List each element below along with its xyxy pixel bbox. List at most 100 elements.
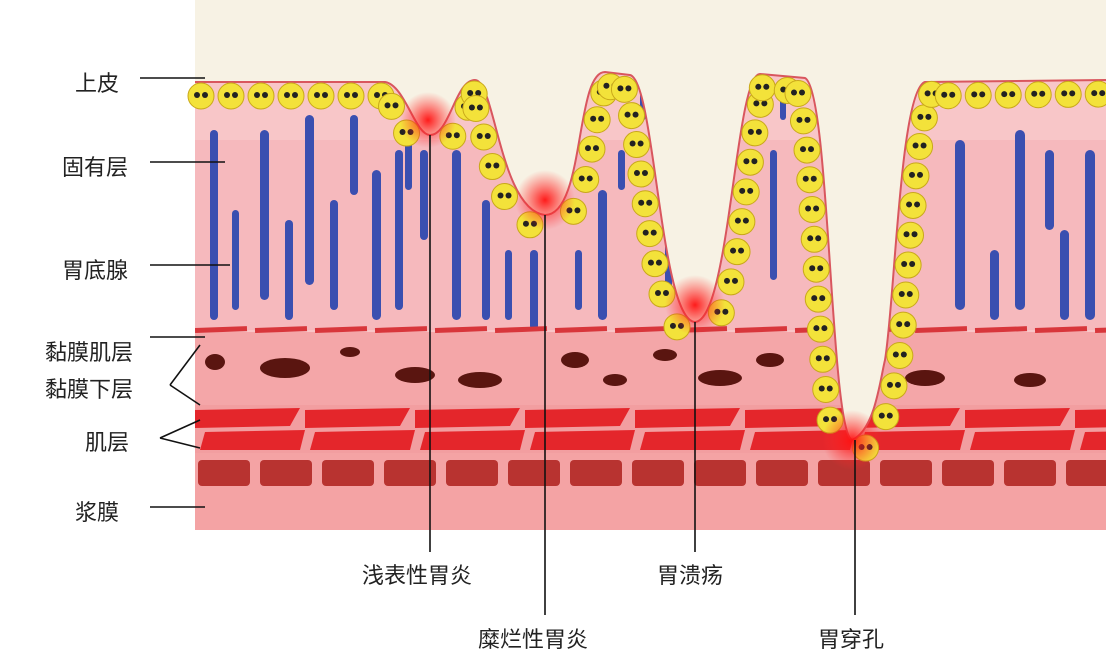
epithelial-cell — [800, 225, 828, 253]
cell-nucleus — [352, 92, 358, 98]
cell-body — [728, 208, 756, 236]
muscle-strand — [434, 326, 488, 333]
vessel-blob — [1014, 373, 1046, 387]
serosa-block — [570, 460, 622, 486]
cell-nucleus — [911, 231, 918, 238]
cell-body — [736, 148, 764, 176]
cell-body — [886, 341, 914, 369]
gland — [1060, 230, 1069, 320]
cell-nucleus — [734, 217, 741, 224]
cell-nucleus — [476, 104, 483, 111]
cell-body — [631, 190, 659, 218]
cell-body — [717, 268, 745, 296]
leader-line — [169, 344, 201, 386]
cell-nucleus — [818, 385, 825, 392]
cell-nucleus — [896, 321, 903, 328]
vessel-blob — [603, 374, 627, 386]
cell-body — [491, 183, 519, 211]
epithelial-cell — [902, 162, 930, 190]
cell-nucleus — [761, 100, 768, 107]
cell-nucleus — [475, 90, 482, 97]
leader-line — [159, 419, 201, 439]
gland — [285, 220, 293, 320]
vessel-blob — [905, 370, 945, 386]
muscle-strand — [1034, 326, 1088, 333]
cell-body — [902, 162, 930, 190]
epithelial-cell — [793, 136, 821, 164]
cell-nucleus — [730, 247, 737, 254]
cell-body — [462, 94, 490, 122]
muscle-fiber — [1075, 408, 1106, 428]
cell-body — [187, 82, 215, 110]
cell-nucleus — [920, 142, 927, 149]
gland — [770, 150, 777, 280]
cell-body — [880, 372, 908, 400]
cell-body — [934, 82, 962, 110]
epithelial-cell — [872, 403, 900, 431]
cell-nucleus — [739, 187, 746, 194]
cell-nucleus — [813, 325, 820, 332]
cell-nucleus — [755, 128, 762, 135]
epithelial-cell — [784, 79, 812, 107]
cell-body — [994, 81, 1022, 109]
epithelial-cell — [994, 81, 1022, 109]
epithelial-cell — [889, 311, 917, 339]
epithelial-cell — [610, 75, 638, 103]
cell-nucleus — [637, 140, 644, 147]
cell-body — [889, 311, 917, 339]
gland — [420, 150, 428, 240]
inflammation-spot — [515, 170, 575, 230]
leader-line — [169, 384, 201, 406]
cell-body — [804, 285, 832, 313]
gland — [395, 150, 403, 310]
cell-nucleus — [574, 207, 581, 214]
epithelial-cell — [627, 160, 655, 188]
vessel-blob — [561, 352, 589, 368]
serosa-block — [446, 460, 498, 486]
muscle-fiber — [530, 430, 635, 450]
cell-nucleus — [254, 92, 260, 98]
cell-nucleus — [886, 412, 893, 419]
label-superficial-gastritis: 浅表性胃炎 — [362, 564, 473, 589]
muscle-fiber — [965, 408, 1070, 428]
cell-nucleus — [755, 83, 762, 90]
cell-body — [892, 281, 920, 309]
cell-body — [897, 221, 925, 249]
cell-nucleus — [586, 175, 593, 182]
epithelial-cell — [894, 251, 922, 279]
cell-nucleus — [815, 355, 822, 362]
epithelial-cell — [736, 148, 764, 176]
cell-nucleus — [790, 89, 797, 96]
label-serosa: 浆膜 — [75, 501, 120, 526]
epithelial-cell — [798, 195, 826, 223]
cell-body — [748, 74, 776, 102]
vessel-blob — [260, 358, 310, 378]
cell-nucleus — [901, 261, 908, 268]
muscle-strand — [974, 326, 1028, 333]
epithelial-cell — [964, 81, 992, 109]
serosa-block — [260, 460, 312, 486]
label-muscularis-mucosae: 黏膜肌层 — [45, 341, 134, 366]
muscle-strand — [195, 326, 248, 333]
epithelial-cell — [910, 104, 938, 132]
epithelial-cell — [1054, 80, 1082, 108]
epithelial-cell — [1024, 81, 1052, 109]
cell-nucleus — [809, 265, 816, 272]
cell-nucleus — [949, 91, 956, 98]
cell-nucleus — [1039, 90, 1046, 97]
cell-nucleus — [202, 92, 208, 98]
cell-nucleus — [590, 115, 597, 122]
cell-nucleus — [763, 83, 770, 90]
epithelial-cell — [187, 82, 215, 110]
cell-nucleus — [796, 116, 803, 123]
gland — [482, 200, 490, 320]
label-epithelium: 上皮 — [75, 72, 120, 97]
cell-body — [809, 345, 837, 373]
gland — [1045, 150, 1054, 230]
cell-body — [910, 104, 938, 132]
cell-nucleus — [476, 133, 483, 140]
cell-nucleus — [894, 381, 901, 388]
cell-body — [798, 195, 826, 223]
epithelial-cell — [247, 82, 275, 110]
cell-nucleus — [813, 205, 820, 212]
